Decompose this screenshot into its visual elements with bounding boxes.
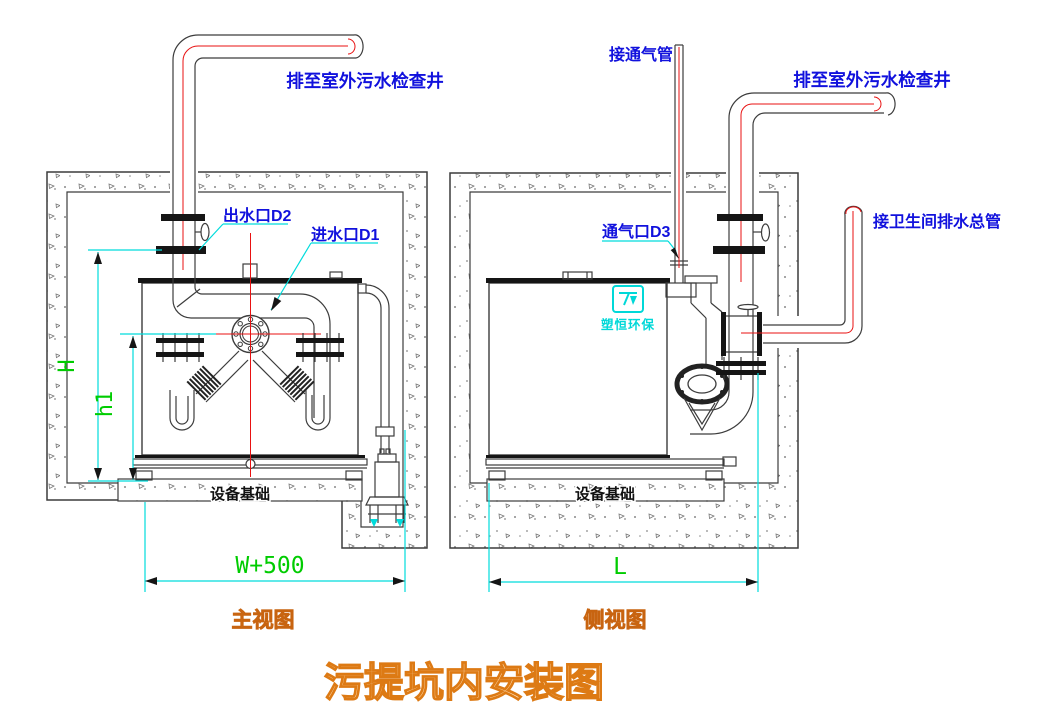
- front-discharge-inner-line: [194, 57, 356, 214]
- front-pump-volute-right: [305, 390, 331, 431]
- side-view: 设备基础 塑恒环保: [449, 44, 1001, 632]
- front-pump-unit: [365, 448, 409, 527]
- front-pump-feet-claws: [370, 519, 404, 527]
- front-valve-handwheel: [200, 222, 210, 242]
- brand-logo-icon: [612, 285, 644, 313]
- front-side-flange-left: [156, 333, 204, 362]
- side-check-valve: [674, 363, 730, 432]
- side-skid-foot-left: [488, 470, 506, 481]
- side-discharge-end-cap: [885, 92, 896, 116]
- side-butterfly-handle: [737, 303, 759, 311]
- front-check-valve-left: [186, 365, 222, 401]
- side-tank-top-plate: [486, 278, 670, 283]
- side-pit-concrete: [450, 173, 798, 548]
- side-bottom-elbow: [690, 391, 754, 435]
- side-inlet-flange-joint: [721, 303, 762, 356]
- front-pipe-wall-gap: [170, 170, 198, 194]
- side-toilet-inlet-pipe: [741, 205, 863, 344]
- front-inlet-flange-d1: [196, 233, 321, 477]
- front-mitre-seam: [176, 288, 201, 308]
- front-view-caption: 主视图: [232, 608, 295, 632]
- front-tank-top-nozzle-right: [329, 271, 343, 279]
- side-inlet-centerline: [741, 211, 854, 334]
- brand-logo: 塑恒环保: [601, 285, 655, 332]
- front-inlet-d1-label: 进水口D1: [311, 225, 380, 244]
- front-dim-h1-text: h1: [93, 391, 118, 418]
- side-labels: 接通气管 排至室外污水检查井 通气口D3 接卫生间排水总管 侧视图: [583, 45, 1001, 632]
- front-foundation-block: [117, 478, 363, 502]
- side-gate-valve: [713, 214, 771, 254]
- front-discharge-outer-line: [172, 34, 354, 214]
- side-pump-riser: [684, 275, 723, 366]
- side-vent-elbow-box: [665, 282, 697, 298]
- side-discharge-pipe: [674, 92, 896, 435]
- front-guide-collar: [375, 426, 395, 437]
- front-pump-branches: [156, 333, 344, 431]
- brand-logo-text: 塑恒环保: [601, 317, 655, 332]
- front-view: 设备基础: [46, 34, 444, 632]
- side-tank-body: [488, 282, 668, 456]
- side-foundation: 设备基础: [486, 478, 725, 505]
- side-dim-l-text: L: [613, 554, 627, 580]
- front-discharge-centerline-cap: [347, 38, 356, 55]
- side-dimensions: L: [488, 373, 759, 592]
- front-foundation: 设备基础: [117, 478, 363, 505]
- front-skid-foot-right: [345, 470, 363, 481]
- front-valve-flange-bottom: [156, 246, 206, 254]
- side-d3-leader-arrow: [670, 247, 679, 259]
- front-foundation-label: 设备基础: [210, 485, 270, 503]
- front-pit-outer-line: [46, 171, 428, 549]
- front-dim-w-text: W+500: [235, 553, 304, 579]
- front-submersible-pump-assembly: [357, 283, 409, 527]
- side-pit-walls: [449, 171, 800, 549]
- front-gate-valve: [156, 214, 210, 254]
- front-discharge-label: 排至室外污水检查井: [286, 71, 444, 91]
- side-vent-pipe: [665, 44, 697, 298]
- front-discharge-pipe: [156, 34, 364, 418]
- side-foundation-block: [486, 478, 725, 502]
- side-valve-handwheel: [760, 223, 771, 242]
- side-view-caption: 侧视图: [584, 608, 647, 632]
- front-dimensions: H h1 W+500: [55, 249, 406, 592]
- side-riser-cap: [684, 275, 718, 284]
- front-side-flange-right: [296, 333, 344, 362]
- front-tank-side-stub: [357, 283, 367, 294]
- front-dim-h-text: H: [55, 359, 80, 372]
- side-skid-bracket: [722, 456, 737, 467]
- front-pump-volute-left: [169, 390, 195, 431]
- side-tank-bottom-plate: [486, 455, 670, 458]
- front-discharge-end-cap: [353, 34, 364, 59]
- side-skid-foot-right: [705, 470, 723, 481]
- side-vent-port-d3-label: 通气口D3: [602, 222, 671, 241]
- front-outlet-d2-label: 出水口D2: [223, 206, 292, 225]
- front-d1-leader-arrow: [271, 297, 282, 311]
- front-d1-leader: [270, 242, 312, 311]
- front-d2-leader: [198, 223, 224, 251]
- front-labels: 排至室外污水检查井 出水口D2 进水口D1 主视图: [198, 71, 444, 632]
- side-discharge-centerline: [740, 103, 874, 282]
- front-check-valve-right: [279, 365, 315, 401]
- side-skid-rail: [485, 458, 725, 466]
- side-manhole: [562, 271, 593, 280]
- side-tank: 塑恒环保: [485, 271, 737, 481]
- side-vent-pipe-label: 接通气管: [609, 45, 673, 64]
- page-title: 污提坑内安装图: [324, 661, 604, 705]
- front-pit-inner-line: [66, 191, 404, 528]
- side-inlet-end-cap: [844, 205, 863, 216]
- side-discharge-wall-gap: [726, 171, 759, 194]
- front-discharge-centerline: [182, 45, 348, 270]
- side-discharge-label: 排至室外污水检查井: [793, 70, 951, 90]
- side-toilet-main-label: 接卫生间排水总管: [873, 212, 1001, 231]
- side-foundation-label: 设备基础: [575, 485, 635, 503]
- front-skid-foot-left: [135, 470, 153, 481]
- front-valve-flange-top: [161, 214, 205, 221]
- side-check-valve-cone: [683, 397, 721, 432]
- front-pit-walls: [46, 170, 428, 549]
